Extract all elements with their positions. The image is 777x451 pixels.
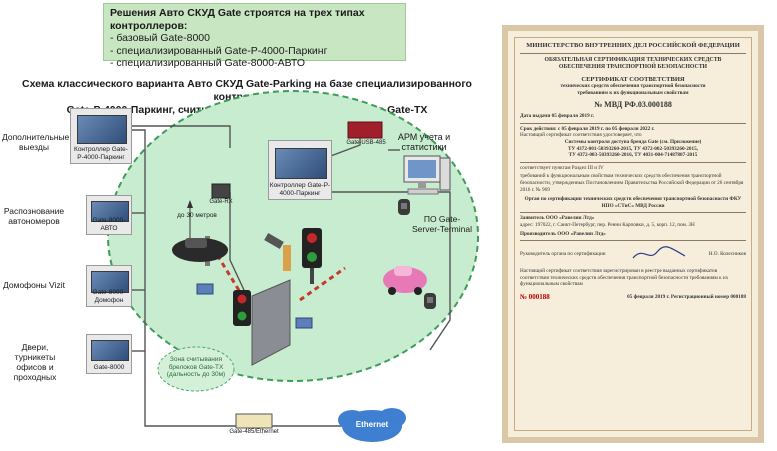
cert-body: Орган по сертификации технических средст… (524, 196, 742, 209)
controller-plate: Gate-8000-АВТО (86, 195, 132, 235)
cert-codes2: ТУ 4372-003-50393260-2016, ТУ 4031-004-7… (568, 152, 698, 159)
bottom-converter (235, 413, 273, 429)
cert-certifies: Настоящий сертификат соответствия удосто… (520, 132, 642, 139)
computer-icon (403, 155, 451, 195)
controller-center: Контроллер Gate-P-4000-Паркинг (268, 140, 332, 200)
cert-requirements: требований к функциональным свойствам те… (520, 173, 744, 193)
controller-caption: Gate-8000 (93, 363, 125, 371)
label-intercom: Домофоны Vizit (3, 280, 65, 290)
certificate: МИНИСТЕРСТВО ВНУТРЕННИХ ДЕЛ РОССИЙСКОЙ Ф… (502, 25, 764, 443)
cert-maker: Производитель ООО «Равелин Лтд» (520, 230, 606, 237)
controller-caption: Gate-8000-Домофон (92, 289, 126, 304)
info-title: Решения Авто СКУД Gate строятся на трех … (110, 7, 365, 32)
cert-subheading2: требованиям к их функциональным свойства… (577, 89, 689, 96)
arm-label: АРМ учета и статистики (397, 132, 451, 152)
reader-tag-1 (196, 283, 214, 295)
distance-arrow (187, 200, 193, 240)
certificate-body: МИНИСТЕРСТВО ВНУТРЕННИХ ДЕЛ РОССИЙСКОЙ Ф… (514, 37, 752, 431)
bottom-converter-label: Gate-485/Ethernet (229, 429, 279, 435)
wire-top (125, 125, 231, 148)
cert-head: Руководитель органа по сертификации (520, 250, 606, 257)
cert-system-line1: ОБЯЗАТЕЛЬНАЯ СЕРТИФИКАЦИЯ ТЕХНИЧЕСКИХ СР… (544, 57, 722, 63)
cert-divider (520, 52, 746, 54)
usb-label: Gate-USB-485 (346, 140, 386, 146)
controller-caption: Gate-8000-АВТО (92, 217, 126, 232)
reader-pole (264, 233, 291, 271)
cert-footer: № 000188 05 февраля 2019 г. Регистрацион… (520, 294, 746, 301)
cert-signature-row: Руководитель органа по сертификации Н.О.… (520, 244, 746, 264)
traffic-light-1 (302, 228, 322, 284)
cert-divider (520, 161, 746, 163)
wire-center-gates (229, 192, 245, 291)
cert-system-line2: ОБЕСПЕЧЕНИЯ ТРАНСПОРТНОЙ БЕЗОПАСНОСТИ (558, 64, 708, 70)
controller-extra-exits: Контроллер Gate-P-4000-Паркинг (70, 108, 132, 164)
ethernet-label: Ethernet (355, 420, 389, 429)
car-pink (383, 266, 427, 295)
cert-heading: СЕРТИФИКАТ СООТВЕТСТВИЯ (581, 76, 685, 83)
info-item: - специализированный Gate-P-4000-Паркинг (110, 44, 328, 57)
key-fob-1 (398, 199, 410, 215)
wire-left-bus (132, 129, 236, 427)
cert-reg: 05 февраля 2019 г. Регистрационный номер… (627, 293, 746, 300)
cert-divider (520, 239, 746, 242)
zone-label-bubble (157, 346, 235, 392)
cert-serial: № 000188 (520, 292, 550, 301)
reading-zone (107, 90, 479, 382)
car-black (172, 238, 228, 262)
cert-divider (520, 211, 746, 214)
controller-board (91, 200, 129, 222)
controller-board (91, 339, 129, 361)
cert-codes1: ТУ 4372-001-50393260-2015, ТУ 4372-002-5… (568, 145, 698, 152)
cert-registry: Настоящий сертификат соответствия зареги… (520, 268, 729, 288)
server-label: ПО Gate-Server-Terminal (412, 214, 472, 234)
controller-intercom: Gate-8000-Домофон (86, 265, 132, 307)
controller-doors: Gate-8000 (86, 334, 132, 374)
wire-right (332, 191, 451, 351)
cert-number: № МВД РФ.03.000188 (594, 100, 672, 110)
controller-caption: Контроллер Gate-P-4000-Паркинг (269, 182, 331, 197)
cert-subheading1: технических средств обеспечения транспор… (560, 83, 706, 89)
key-fob-2 (424, 293, 436, 309)
zone-label: Зона считывания брелоков Gate-TX (дально… (166, 356, 226, 378)
controller-board (275, 147, 327, 179)
signature-image (632, 246, 686, 259)
label-doors: Двери, турникеты офисов и проходных (13, 342, 57, 382)
controller-board (77, 115, 127, 145)
usb-converter (347, 121, 383, 139)
cert-valid: Срок действия: с 05 февраля 2019 г. по 0… (520, 125, 655, 132)
cert-conformity: соответствует пунктам Раздел III и IV (520, 164, 604, 171)
rx-label: Gate-RX (209, 199, 233, 205)
cert-divider (520, 122, 746, 124)
cert-address: адрес: 197022, г. Санкт-Петербург, пер. … (520, 221, 695, 228)
cert-signer: Н.О. Колесников (708, 250, 746, 257)
controller-board (91, 270, 129, 293)
label-extra-exits: Дополнительные выезды (2, 132, 70, 152)
controller-caption: Контроллер Gate-P-4000-Паркинг (74, 146, 128, 161)
traffic-light-2 (233, 290, 251, 326)
reader-tag-2 (295, 317, 313, 329)
road-gate (251, 279, 291, 366)
info-item: - специализированный Gate-8000-АВТО (110, 57, 306, 69)
info-item: - базовый Gate-8000 (110, 32, 210, 44)
parking-scheme-drawing (107, 90, 479, 442)
wire-to-usb (319, 138, 361, 161)
cert-applicant: Заявитель ООО «Равелин Лтд» (520, 215, 595, 222)
rx-reader (211, 183, 231, 199)
cert-ministry: МИНИСТЕРСТВО ВНУТРЕННИХ ДЕЛ РОССИЙСКОЙ Ф… (526, 42, 740, 49)
ethernet-cloud (338, 408, 406, 442)
label-plate-recognition: Распознование автономеров (3, 206, 65, 226)
controller-types-box: Решения Авто СКУД Gate строятся на трех … (103, 3, 406, 69)
barrier-right (299, 266, 346, 302)
cert-issued: Дата выдачи 05 февраля 2019 г. (520, 113, 595, 120)
distance-label: до 30 метров (177, 212, 217, 219)
cert-product: Системы контроля доступа бренда Gate (см… (564, 138, 702, 145)
